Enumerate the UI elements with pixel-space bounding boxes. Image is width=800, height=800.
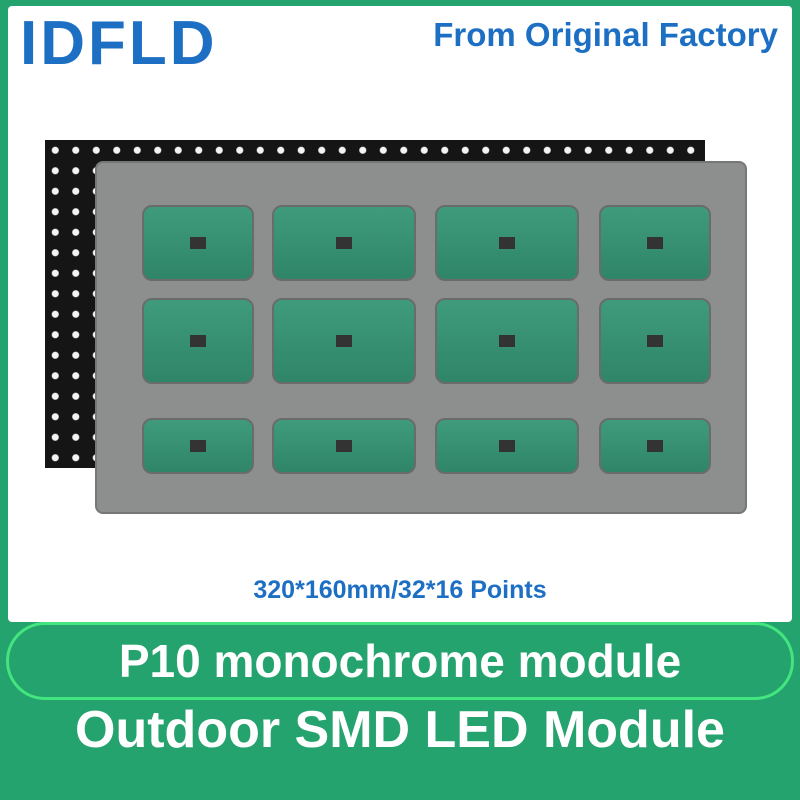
pcb-section — [142, 205, 254, 281]
chip — [499, 237, 515, 249]
pcb-section — [599, 418, 711, 474]
product-type-pill: P10 monochrome module — [6, 622, 794, 700]
pcb-section — [272, 298, 416, 384]
pcb-section — [599, 298, 711, 384]
spec-text: 320*160mm/32*16 Points — [253, 576, 547, 604]
chip — [190, 237, 206, 249]
pcb-section — [272, 205, 416, 281]
chip — [499, 335, 515, 347]
brand-logo: IDFLD — [20, 9, 218, 78]
chip — [647, 440, 663, 452]
chip — [336, 335, 352, 347]
chip — [336, 237, 352, 249]
module-rear-housing — [97, 163, 745, 512]
pcb-section — [142, 418, 254, 474]
chip — [336, 440, 352, 452]
chip — [190, 335, 206, 347]
chip — [647, 335, 663, 347]
pcb-section — [435, 205, 579, 281]
tagline: From Original Factory — [433, 16, 778, 53]
product-title: Outdoor SMD LED Module — [75, 701, 725, 759]
pcb-section — [142, 298, 254, 384]
chip — [190, 440, 206, 452]
pcb-section — [599, 205, 711, 281]
pcb-section — [272, 418, 416, 474]
chip — [647, 237, 663, 249]
pcb-section — [435, 298, 579, 384]
pcb-section — [435, 418, 579, 474]
chip — [499, 440, 515, 452]
